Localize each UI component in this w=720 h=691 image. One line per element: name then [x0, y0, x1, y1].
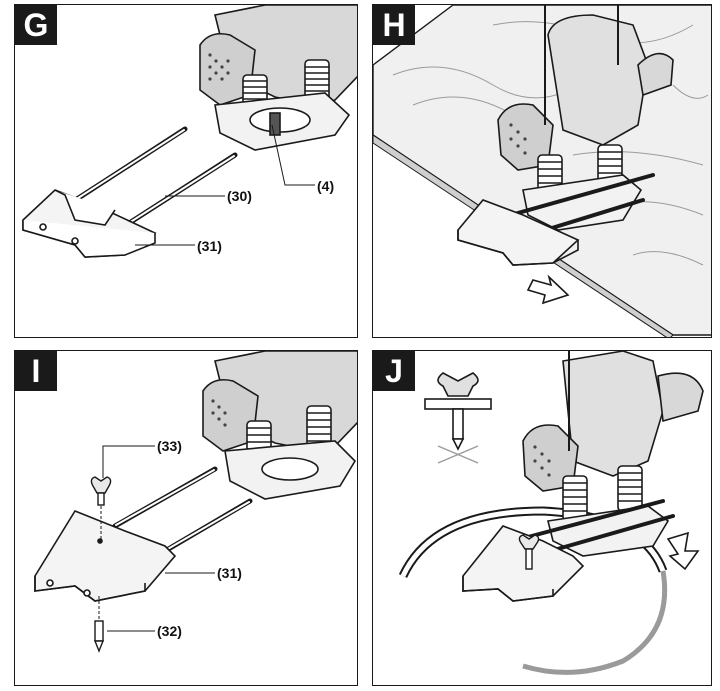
- panel-g-label: G: [15, 5, 57, 45]
- panel-i: I: [14, 350, 358, 686]
- panel-i-illustration: (33) (31) (32): [34, 351, 357, 653]
- parallel-guide-illustration: [34, 510, 177, 602]
- callout-4: (4): [317, 178, 334, 194]
- parallel-guide-illustration: [462, 525, 585, 602]
- router-illustration: [199, 5, 357, 151]
- panel-g: G: [14, 4, 358, 338]
- callout-30: (30): [227, 188, 252, 204]
- panel-h-illustration: [373, 5, 711, 337]
- parallel-guide-illustration: [22, 189, 157, 258]
- panel-j-illustration: [398, 351, 704, 675]
- callout-33: (33): [157, 438, 182, 454]
- router-illustration: [497, 5, 674, 231]
- panel-j: J: [372, 350, 712, 686]
- parallel-guide-illustration: [457, 199, 580, 266]
- wing-screw-small: [518, 534, 540, 570]
- wing-screw-illustration: [90, 476, 112, 506]
- panel-h: H: [372, 4, 712, 338]
- callout-31: (31): [217, 565, 242, 581]
- panel-h-label: H: [373, 5, 415, 45]
- router-illustration: [202, 351, 357, 500]
- callout-31: (31): [197, 238, 222, 254]
- panel-j-label: J: [373, 351, 415, 391]
- direction-arrow-icon: [526, 274, 570, 305]
- wing-screw-illustration: [424, 372, 492, 464]
- direction-arrow-icon: [666, 531, 700, 571]
- callout-32: (32): [157, 623, 182, 639]
- panel-g-illustration: (30) (4) (31): [22, 5, 357, 258]
- centering-pin-illustration: [93, 620, 105, 653]
- router-illustration: [522, 351, 704, 557]
- panel-i-label: I: [15, 351, 57, 391]
